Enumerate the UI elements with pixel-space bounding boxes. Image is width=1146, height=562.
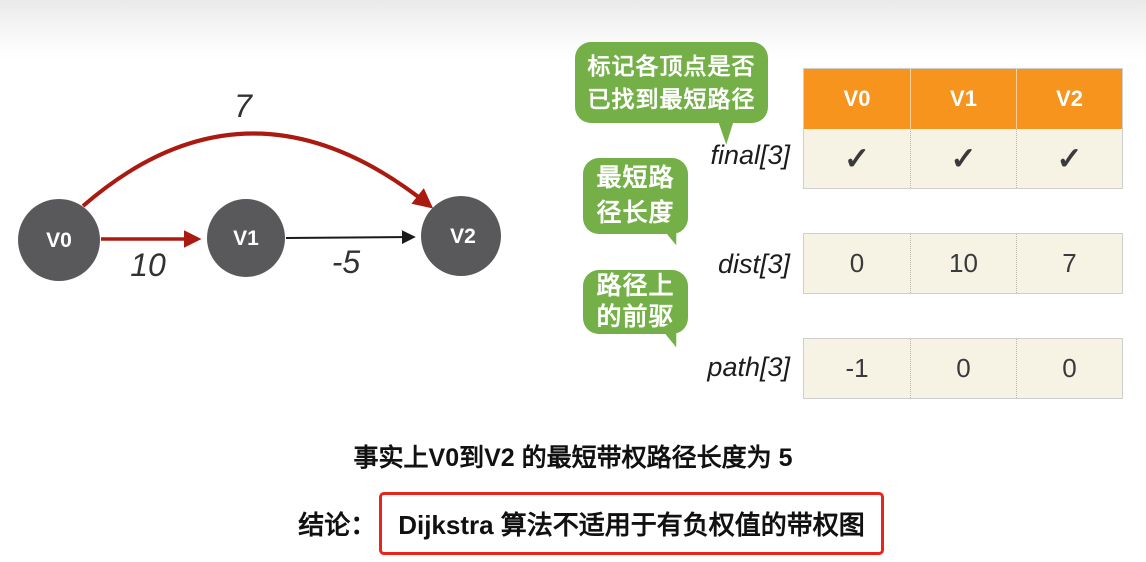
node-v2: V2 <box>421 196 501 276</box>
header-cell-v1: V1 <box>910 69 1016 129</box>
speech-bubble-dist-line1: 最短路 <box>596 164 675 192</box>
table-dist: 0 10 7 <box>803 233 1123 294</box>
final-cell-v1: ✓ <box>910 129 1016 188</box>
dist-cell-v2: 7 <box>1016 234 1122 293</box>
edge-v1-v2 <box>285 230 416 245</box>
edge-v0-v2-curve <box>81 131 434 209</box>
conclusion-box: Dijkstra 算法不适用于有负权值的带权图 <box>379 492 884 555</box>
speech-bubble-path-line2: 的前驱 <box>596 303 675 331</box>
dist-cell-v0: 0 <box>849 248 865 278</box>
graph-canvas: 7 10 -5 V0 V1 V2 <box>18 88 501 283</box>
node-v2-label: V2 <box>450 225 476 248</box>
table-path: -1 0 0 <box>803 338 1123 399</box>
final-cell-v2: ✓ <box>1016 129 1122 188</box>
node-v0-label: V0 <box>46 229 72 252</box>
node-v0: V0 <box>18 199 100 281</box>
speech-bubble-final-line1: 标记各顶点是否 <box>587 52 756 79</box>
conclusion-label: 结论： <box>298 510 377 540</box>
table-dist-row: 0 10 7 <box>804 234 1122 293</box>
speech-bubble-final: 标记各顶点是否 已找到最短路径 <box>575 42 768 123</box>
fact-text: 事实上V0到V2 的最短带权路径长度为 5 <box>353 444 793 472</box>
node-v1-label: V1 <box>233 227 259 250</box>
array-label-dist: dist[3] <box>717 249 790 279</box>
edge-weight-7: 7 <box>234 88 253 124</box>
edge-weight-10: 10 <box>130 247 166 283</box>
node-v1: V1 <box>207 199 285 277</box>
speech-bubble-path-line1: 路径上 <box>596 272 675 300</box>
table-final: V0 V1 V2 ✓ ✓ ✓ <box>803 68 1123 189</box>
edge-weight-minus5: -5 <box>332 244 361 280</box>
speech-bubble-dist-line2: 径长度 <box>596 199 675 227</box>
path-cell-v0: -1 <box>845 353 869 383</box>
header-cell-v0: V0 <box>804 69 910 129</box>
array-label-path: path[3] <box>707 352 790 382</box>
path-cell-v1: 0 <box>910 339 1016 398</box>
speech-bubble-dist: 最短路 径长度 <box>583 158 688 234</box>
conclusion-row: 结论： Dijkstra 算法不适用于有负权值的带权图 <box>0 492 1146 555</box>
path-cell-v2: 0 <box>1016 339 1122 398</box>
dist-cell-v1: 10 <box>910 234 1016 293</box>
array-label-final: final[3] <box>710 140 790 170</box>
speech-bubble-final-line2: 已找到最短路径 <box>587 85 756 112</box>
table-header-row: V0 V1 V2 <box>804 69 1122 129</box>
table-path-row: -1 0 0 <box>804 339 1122 398</box>
header-cell-v2: V2 <box>1016 69 1122 129</box>
final-cell-v0: ✓ <box>844 140 870 176</box>
table-final-row: ✓ ✓ ✓ <box>804 129 1122 188</box>
speech-bubble-path: 路径上 的前驱 <box>583 270 688 334</box>
